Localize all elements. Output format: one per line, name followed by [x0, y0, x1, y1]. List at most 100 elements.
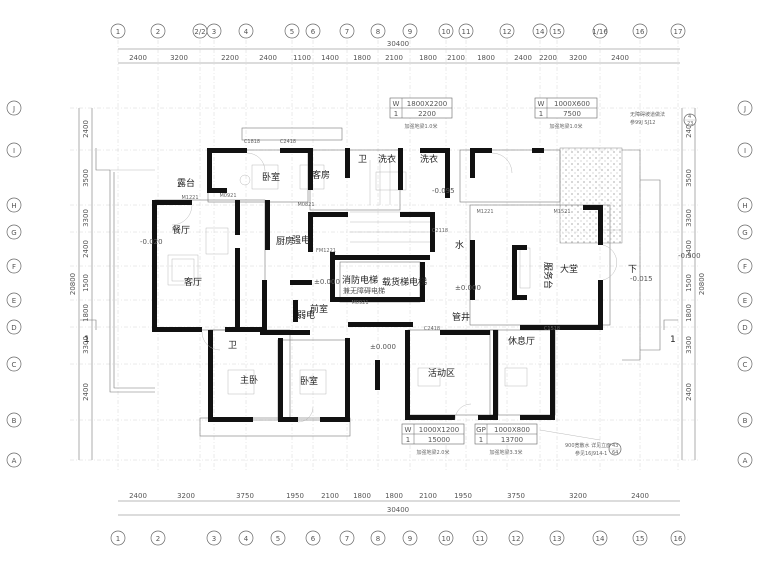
grid-bubble-bottom: [549, 530, 565, 546]
grid-bubble-left: [6, 356, 22, 372]
grid-label-top: 14: [536, 28, 545, 36]
grid-bubble-top: [110, 23, 126, 39]
window-note: 加强地梁1.0米: [405, 123, 438, 130]
grid-bubble-right: [737, 319, 753, 335]
room-master-bed: 主卧: [240, 374, 258, 386]
dim-right: 1500: [685, 274, 693, 292]
grid-bubble-top: [339, 23, 355, 39]
dim-bottom: 3750: [507, 492, 525, 500]
detail-ref-bottom-sub: 64: [612, 450, 618, 456]
level-1: -0.020: [140, 238, 163, 246]
opening-label: C2418: [280, 139, 296, 145]
dim-left: 2400: [82, 120, 90, 138]
grid-label-left: H: [11, 202, 16, 210]
note-bottom-2: 参见16J914-1: [575, 450, 607, 457]
dimension-lines: [78, 48, 696, 516]
room-pipe: 管井: [452, 311, 470, 323]
grid-bubble-top: [206, 23, 222, 39]
grid-label-bottom: 12: [512, 535, 521, 543]
room-weak: 弱电: [297, 309, 315, 321]
window-note: 加强地梁1.0米: [550, 123, 583, 130]
grid-bubble-bottom: [670, 530, 686, 546]
grid-label-bottom: 8: [376, 535, 380, 543]
grid-label-top: 11: [462, 28, 471, 36]
dim-right: 3300: [685, 336, 693, 354]
opening-label: M0921: [351, 300, 368, 306]
room-laundry: 洗衣: [420, 153, 438, 165]
grid-bubble-bottom: [592, 530, 608, 546]
dim-top: 2400: [514, 54, 532, 62]
grid-bubble-bottom: [508, 530, 524, 546]
dim-right: 2400: [685, 383, 693, 401]
grid-label-right: F: [743, 263, 747, 271]
note-bottom: 900宽散水 详见立面: [565, 442, 611, 449]
opening-label: FM1221: [316, 248, 336, 254]
dim-bottom: 3200: [569, 492, 587, 500]
grid-bubble-right: [737, 258, 753, 274]
window-size: 1000X600: [554, 100, 590, 108]
dim-top: 2400: [129, 54, 147, 62]
grid-label-top: 6: [311, 28, 316, 36]
note-right-2: 参99J SJ12: [630, 119, 655, 126]
grid-label-left: J: [12, 105, 15, 113]
grid-bubble-top: [150, 23, 166, 39]
grid-label-bottom: 4: [244, 535, 249, 543]
grid-bubble-bottom: [632, 530, 648, 546]
level-4: -0.095: [432, 187, 455, 195]
dim-top: 2400: [611, 54, 629, 62]
grid-bubble-top: [458, 23, 474, 39]
grid-bubble-bottom: [339, 530, 355, 546]
level-5: -0.500: [678, 252, 701, 260]
section-marks: 1 1: [80, 319, 678, 345]
grid-bubble-top: [284, 23, 300, 39]
dim-bottom: 1800: [353, 492, 371, 500]
grid-label-right: I: [744, 147, 746, 155]
dim-right-total: 20800: [698, 273, 706, 295]
grid-bubble-left: [6, 142, 22, 158]
dim-left: 1800: [82, 304, 90, 322]
grid-label-left: C: [12, 361, 17, 369]
grid-bubble-bottom: [206, 530, 222, 546]
dim-bottom: 3750: [236, 492, 254, 500]
room-bath-2: 卫: [228, 341, 237, 351]
grid-bubble-left: [6, 452, 22, 468]
dim-top: 1800: [419, 54, 437, 62]
grid-bubble-top: [532, 23, 548, 39]
window-count: 1: [479, 436, 483, 444]
window-count: 1: [406, 436, 410, 444]
opening-label: M1521: [553, 209, 570, 215]
grid-label-right: B: [743, 417, 748, 425]
dim-left: 3500: [82, 169, 90, 187]
opening-label: C2418: [424, 326, 440, 332]
grid-label-top: 8: [376, 28, 380, 36]
grid-label-bottom: 1: [116, 535, 120, 543]
dim-top: 3200: [170, 54, 188, 62]
grid-label-top: 7: [345, 28, 349, 36]
dim-top: 1100: [293, 54, 311, 62]
dim-top: 2200: [539, 54, 557, 62]
dim-top: 1800: [353, 54, 371, 62]
grid-bubble-bottom: [270, 530, 286, 546]
dim-bottom: 2100: [321, 492, 339, 500]
window-count: 1: [539, 110, 543, 118]
window-size: 1000X800: [494, 426, 530, 434]
grid-label-top: 2/2: [194, 28, 205, 36]
grid-bubble-bottom: [472, 530, 488, 546]
room-service: 服务台: [542, 262, 554, 289]
door-swings: [171, 152, 617, 423]
opening-label: C2118: [432, 228, 448, 234]
grid-bubble-bottom: [370, 530, 386, 546]
dim-bottom: 1800: [385, 492, 403, 500]
dim-bottom: 2400: [129, 492, 147, 500]
opening-label: C1518: [544, 326, 560, 332]
room-fire-stair: 前室: [310, 303, 328, 315]
grid-label-top: 5: [290, 28, 294, 36]
grid-label-top: 3: [212, 28, 216, 36]
grid-label-top: 9: [408, 28, 412, 36]
grid-label-bottom: 6: [311, 535, 316, 543]
